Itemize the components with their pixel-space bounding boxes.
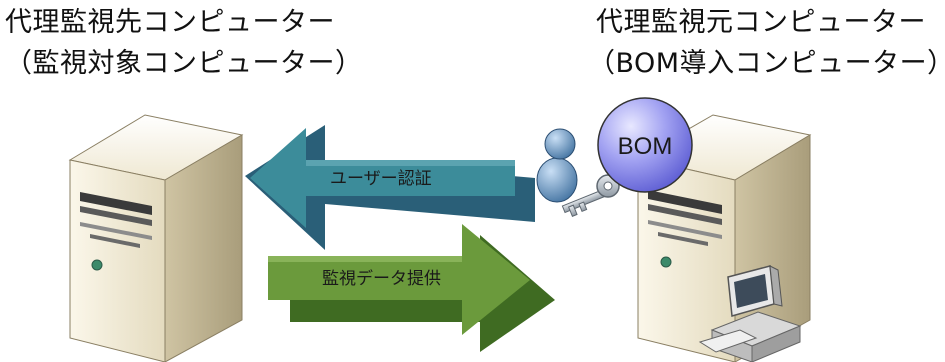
monitoring-data-arrow (268, 224, 555, 352)
left-computer-title: 代理監視先コンピューター (5, 7, 335, 38)
bom-badge-label: BOM (618, 133, 673, 160)
user-auth-label: ユーザー認証 (330, 169, 432, 189)
left-computer-subtitle: （監視対象コンピューター） (5, 48, 363, 79)
right-computer-subtitle: （BOM導入コンピューター） (588, 48, 945, 79)
right-computer-title: 代理監視元コンピューター (596, 7, 926, 38)
user-auth-arrow (245, 125, 535, 250)
user-icon (536, 128, 578, 203)
monitoring-data-label: 監視データ提供 (322, 268, 441, 289)
bom-badge (597, 97, 693, 193)
desktop-pc-icon (698, 265, 802, 362)
left-server-icon (68, 114, 244, 362)
